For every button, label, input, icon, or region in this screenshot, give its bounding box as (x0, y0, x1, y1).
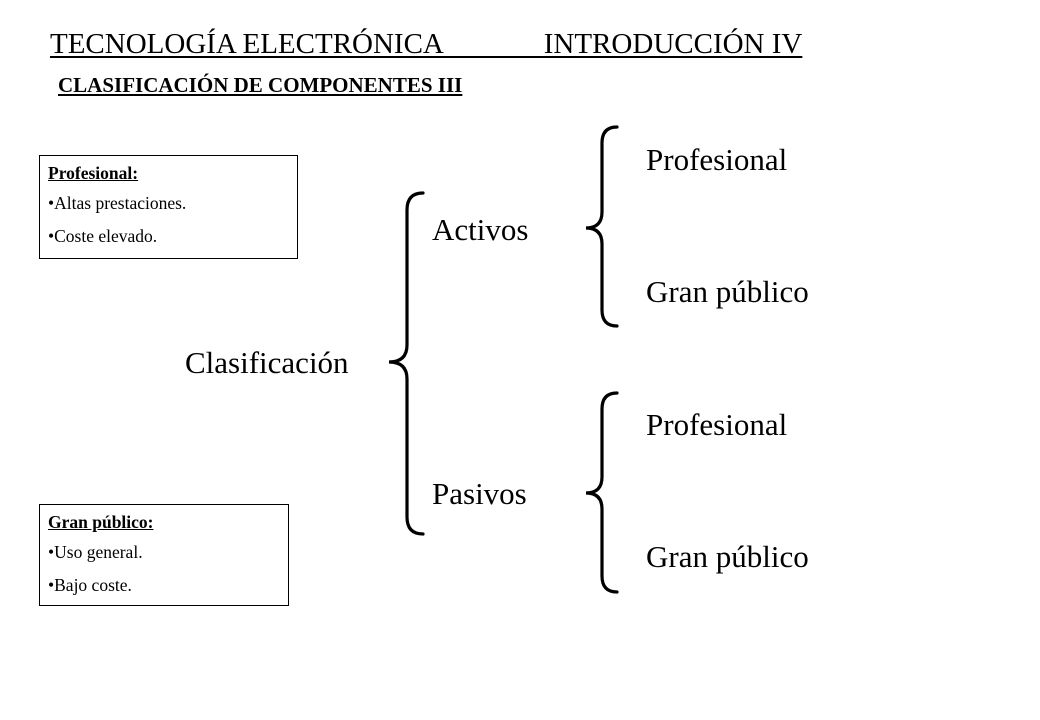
node-activos-gran-publico: Gran público (646, 274, 809, 309)
profesional-box-heading: Profesional: (48, 163, 139, 183)
gran-publico-box-item: •Bajo coste. (48, 575, 132, 595)
page-subtitle: CLASIFICACIÓN DE COMPONENTES III (58, 73, 463, 97)
brace-clasificacion (388, 191, 425, 536)
profesional-definition-box: Profesional: •Altas prestaciones. •Coste… (39, 155, 298, 259)
brace-activos (585, 125, 619, 328)
node-clasificacion: Clasificación (185, 345, 349, 380)
node-activos: Activos (432, 212, 529, 247)
brace-pasivos (585, 391, 619, 594)
gran-publico-box-heading: Gran público: (48, 512, 154, 532)
node-pasivos-profesional: Profesional (646, 407, 788, 442)
node-pasivos-gran-publico: Gran público (646, 539, 809, 574)
page-title: TECNOLOGÍA ELECTRÓNICA INTRODUCCIÓN IV (50, 28, 803, 60)
node-pasivos: Pasivos (432, 476, 527, 511)
profesional-box-item: •Altas prestaciones. (48, 193, 187, 213)
gran-publico-definition-box: Gran público: •Uso general. •Bajo coste. (39, 504, 289, 606)
node-activos-profesional: Profesional (646, 142, 788, 177)
profesional-box-item: •Coste elevado. (48, 226, 158, 246)
gran-publico-box-item: •Uso general. (48, 542, 143, 562)
